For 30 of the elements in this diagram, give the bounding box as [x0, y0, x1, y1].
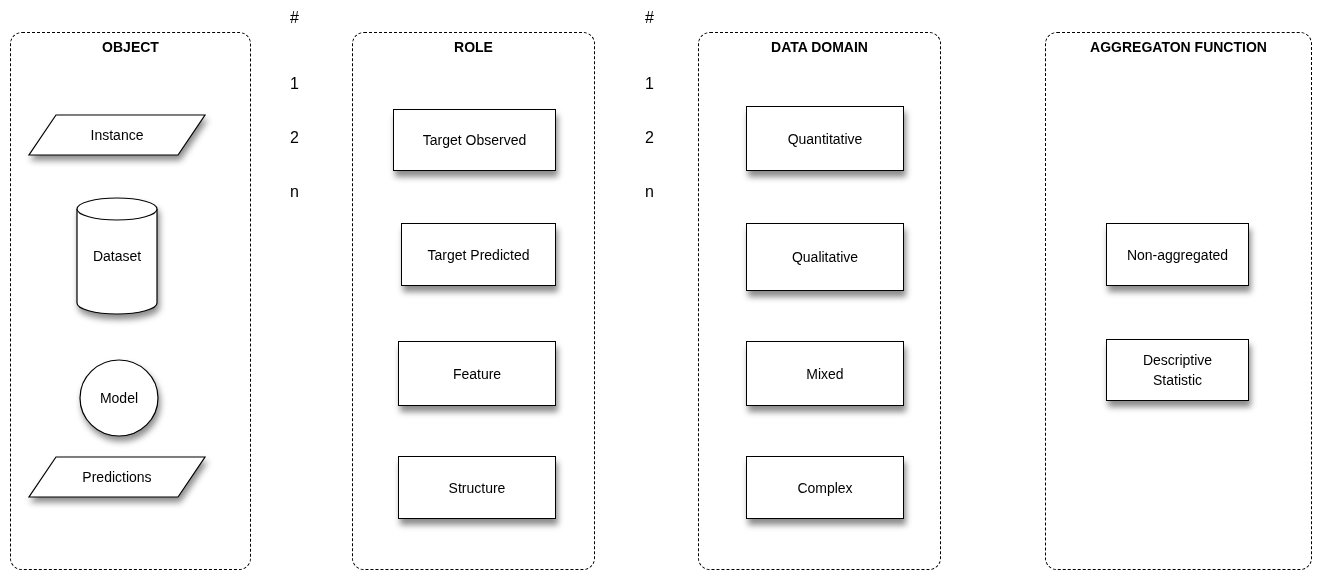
group-title: ROLE — [453, 38, 494, 57]
group-title: AGGREGATON FUNCTION — [1089, 38, 1268, 57]
process-box: Mixed — [746, 341, 904, 406]
shape-label: Predictions — [82, 467, 152, 487]
shape-label: Dataset — [92, 246, 142, 266]
group-title: OBJECT — [101, 38, 160, 57]
process-box: Target Predicted — [401, 223, 556, 286]
index-label: n — [645, 182, 654, 202]
dashed-group-frame — [698, 32, 941, 570]
index-label: n — [290, 182, 299, 202]
dashed-group-frame — [10, 32, 251, 570]
index-label: # — [645, 8, 654, 28]
index-label: 1 — [290, 74, 299, 94]
shape-label: Instance — [90, 125, 144, 145]
dashed-group-frame — [352, 32, 595, 570]
process-box: Structure — [398, 456, 556, 519]
dashed-group-frame — [1045, 32, 1312, 570]
index-label: 2 — [645, 128, 654, 148]
process-box: Quantitative — [746, 106, 904, 171]
process-box: Qualitative — [746, 223, 904, 291]
process-box: Feature — [398, 341, 556, 406]
index-label: 2 — [290, 128, 299, 148]
process-box: Complex — [746, 456, 904, 519]
index-label: # — [290, 8, 299, 28]
shape-label: Model — [99, 388, 139, 408]
process-box: Descriptive Statistic — [1106, 339, 1249, 401]
process-box: Target Observed — [393, 109, 556, 171]
index-label: 1 — [645, 74, 654, 94]
process-box: Non-aggregated — [1106, 223, 1249, 286]
group-title: DATA DOMAIN — [770, 38, 869, 57]
